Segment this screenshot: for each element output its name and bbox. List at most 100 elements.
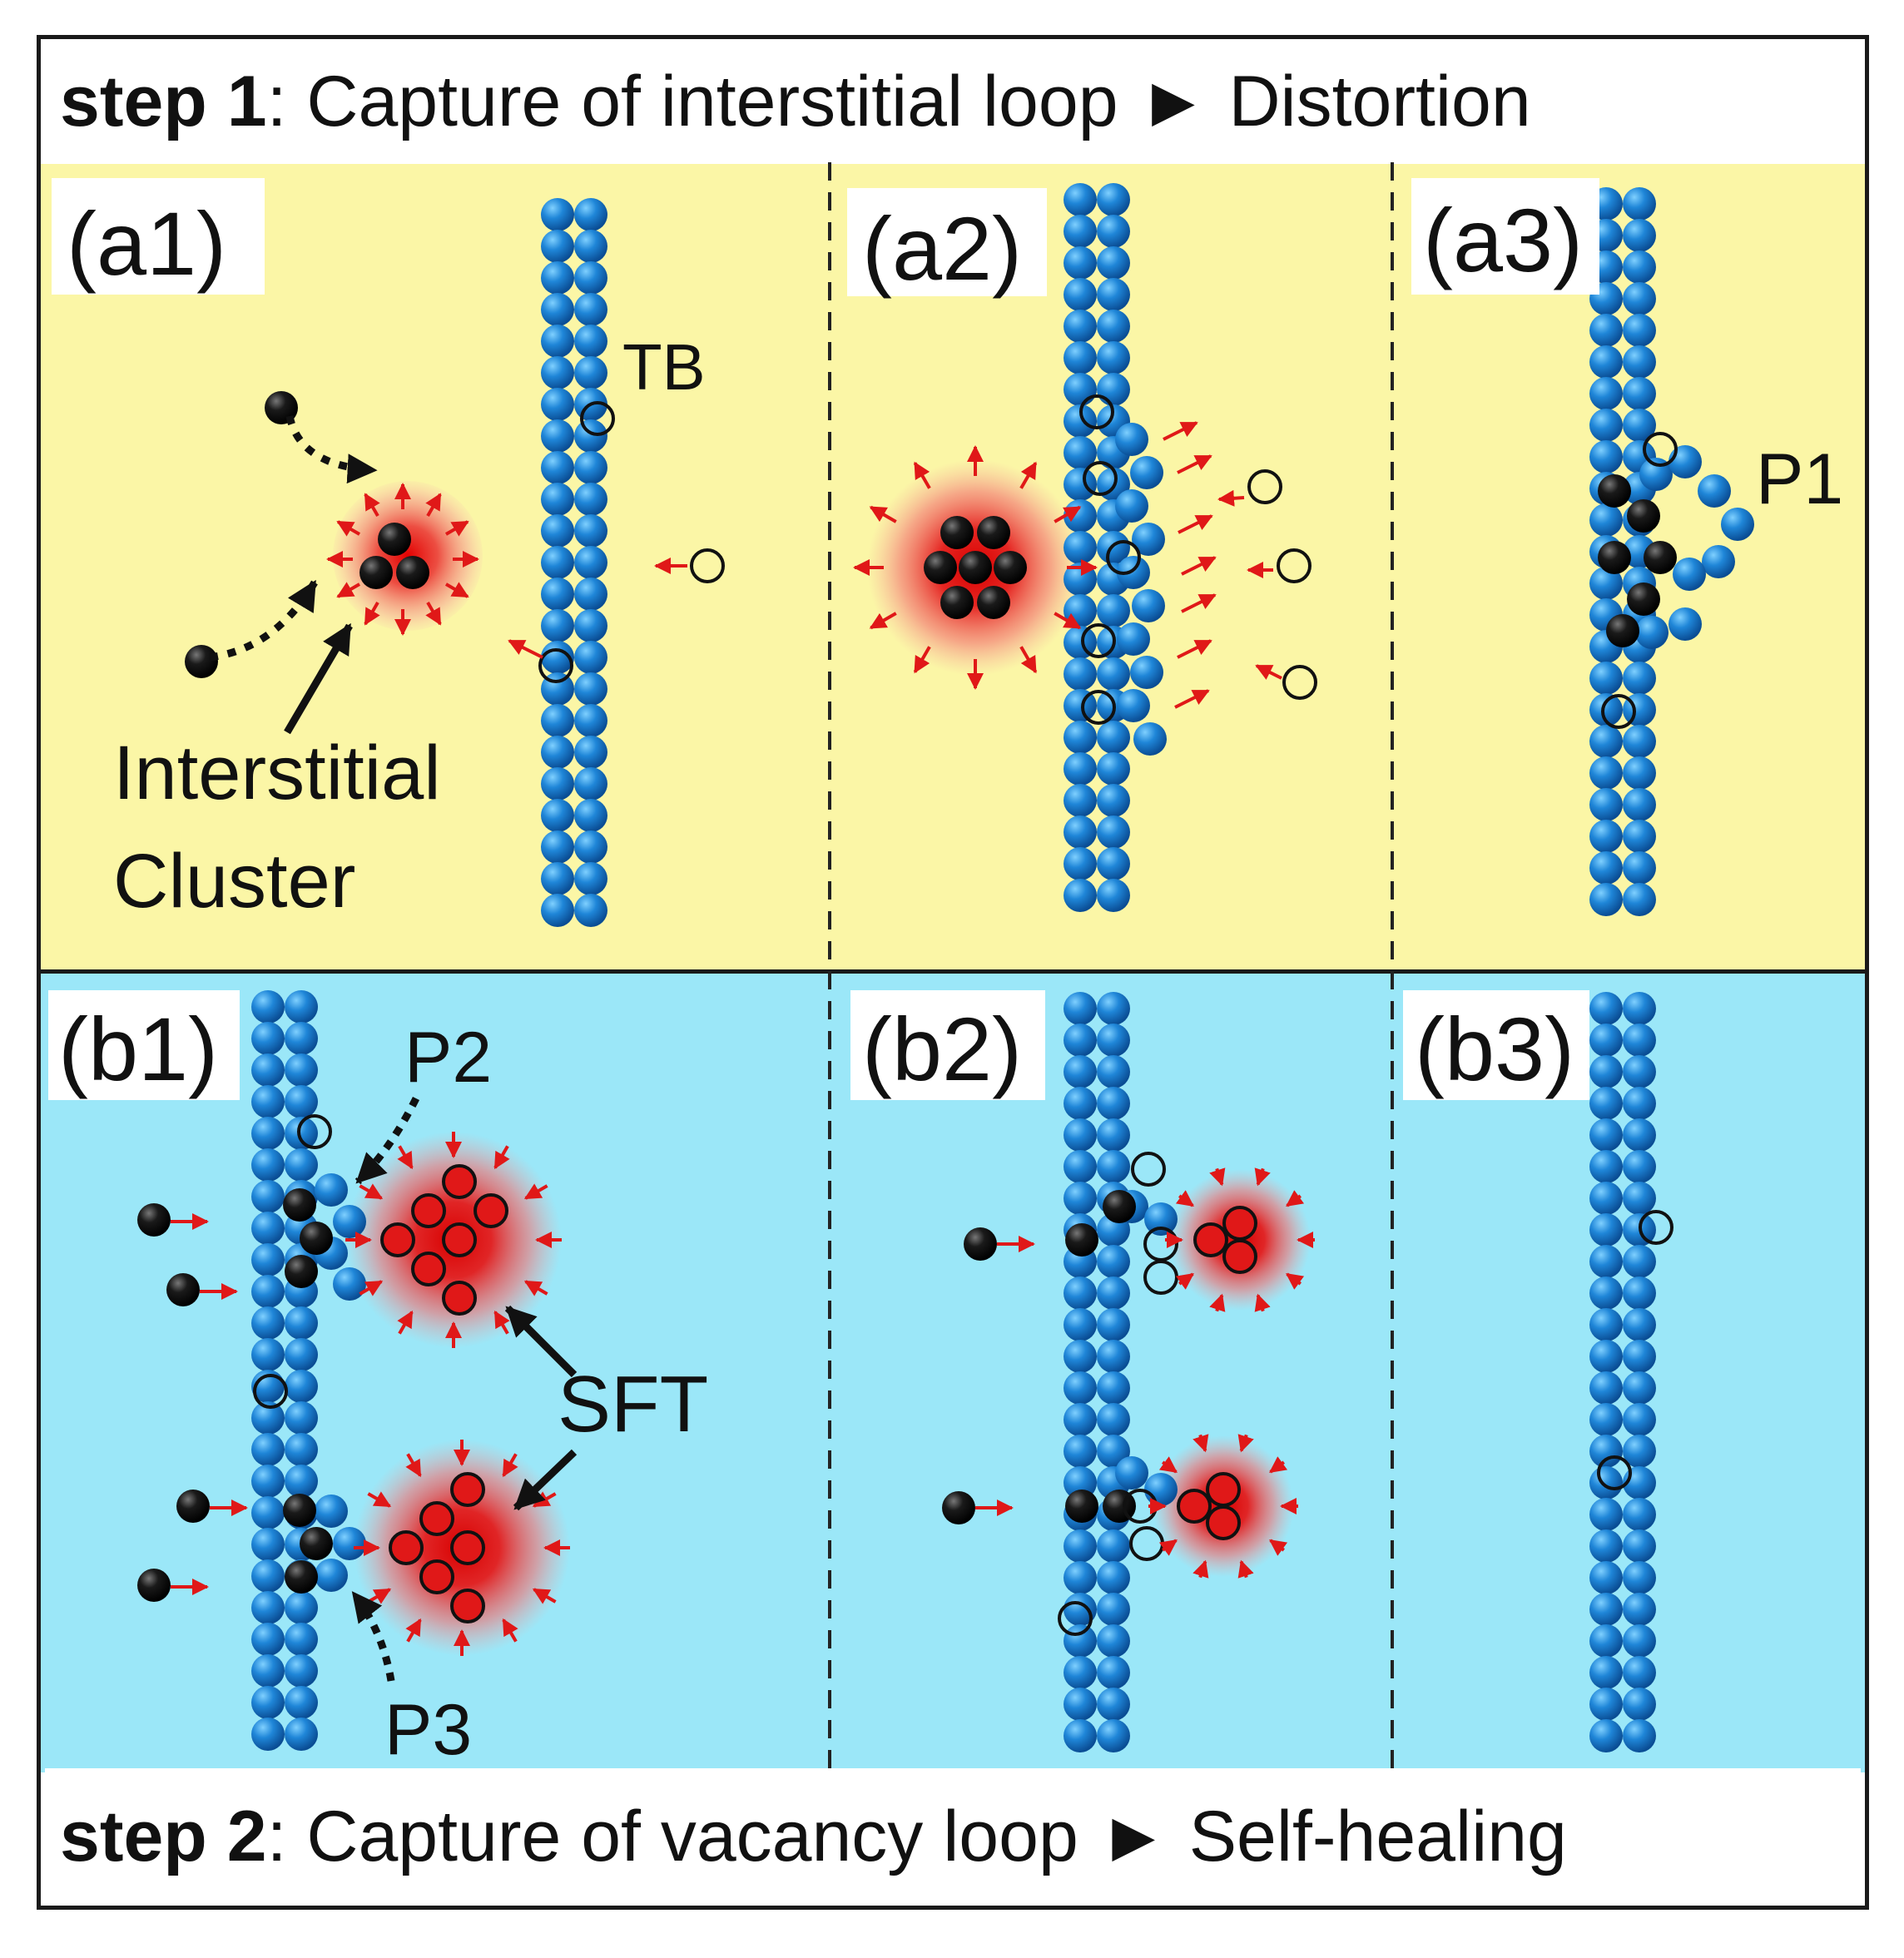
interstitial-atom [1627, 582, 1660, 616]
twin-boundary-atom [1623, 377, 1656, 410]
twin-boundary-atom [1097, 1087, 1130, 1120]
twin-boundary-atom [1623, 725, 1656, 758]
strain-arrow [1158, 1539, 1178, 1556]
twin-boundary-atom [1589, 1561, 1623, 1594]
twin-boundary-atom [1117, 622, 1150, 656]
strain-arrow [359, 1280, 384, 1296]
twin-boundary-atom [285, 1591, 318, 1624]
panel-label-a2: (a2) [862, 198, 1022, 299]
vacancy-site [580, 401, 615, 436]
label-p2: P2 [404, 1018, 492, 1098]
twin-boundary-atom [1117, 689, 1150, 722]
twin-boundary-atom [1623, 756, 1656, 790]
twin-boundary-atom [541, 704, 574, 737]
twin-boundary-atom [1097, 992, 1130, 1025]
twin-boundary-atom [1623, 1150, 1656, 1183]
twin-boundary-atom [285, 990, 318, 1024]
twin-boundary-atom [1589, 1182, 1623, 1215]
interstitial-atom [1598, 541, 1631, 574]
twin-boundary-atom [1064, 468, 1097, 501]
twin-boundary-atom [1064, 404, 1097, 438]
twin-boundary-atom [251, 1559, 285, 1593]
twin-boundary-atom [1064, 341, 1097, 374]
twin-boundary-atom [541, 356, 574, 389]
strain-arrow [1255, 664, 1282, 680]
twin-boundary-atom [1623, 1561, 1656, 1594]
twin-boundary-atom [1097, 1403, 1130, 1436]
twin-boundary-atom [1064, 1182, 1097, 1215]
twin-boundary-atom [574, 356, 607, 389]
twin-boundary-atom [1064, 847, 1097, 880]
twin-boundary-atom [1097, 1308, 1130, 1341]
strain-arrow [336, 582, 361, 598]
twin-boundary-atom [541, 451, 574, 484]
twin-boundary-atom [251, 1654, 285, 1688]
twin-boundary-atom [541, 830, 574, 864]
twin-boundary-atom [1589, 503, 1623, 537]
twin-boundary-atom [251, 1022, 285, 1055]
strain-arrow [523, 1183, 548, 1200]
twin-boundary-atom [1097, 183, 1130, 216]
vacancy-site [1081, 690, 1116, 725]
twin-boundary-atom [1623, 345, 1656, 379]
twin-boundary-atom [1623, 1593, 1656, 1626]
twin-boundary-atom [251, 1275, 285, 1308]
twin-boundary-atom [1589, 1593, 1623, 1626]
twin-boundary-atom [1097, 278, 1130, 311]
twin-boundary-atom [1623, 1340, 1656, 1373]
twin-boundary-atom [1097, 1719, 1130, 1752]
twin-boundary-atom [541, 388, 574, 421]
interstitial-atom [137, 1203, 171, 1237]
twin-boundary-atom [333, 1267, 366, 1301]
twin-boundary-atom [1623, 1371, 1656, 1405]
twin-boundary-atom [1589, 1118, 1623, 1152]
twin-boundary-atom [1064, 626, 1097, 659]
twin-boundary-atom [1097, 657, 1130, 691]
interstitial-atom [300, 1222, 333, 1255]
strain-arrow [1181, 593, 1217, 613]
twin-boundary-atom [251, 1212, 285, 1245]
interstitial-atom [1065, 1223, 1098, 1257]
vacancy-site [1083, 461, 1118, 496]
twin-boundary-atom [1097, 784, 1130, 817]
twin-boundary-atom [1589, 1624, 1623, 1658]
strain-arrow [1019, 461, 1038, 489]
twin-boundary-atom [1097, 752, 1130, 786]
twin-boundary-atom [1623, 1688, 1656, 1721]
twin-boundary-atom [1097, 1624, 1130, 1658]
interstitial-atom [300, 1527, 333, 1560]
twin-boundary-atom [1097, 1688, 1130, 1721]
twin-boundary-atom [1097, 1529, 1130, 1563]
vacancy-site [442, 1222, 477, 1257]
twin-boundary-atom [1589, 693, 1623, 726]
vacancy-site [419, 1559, 454, 1594]
strain-arrow [1237, 1559, 1254, 1579]
twin-boundary-atom [1589, 314, 1623, 347]
sft-pointer-upper [504, 1305, 578, 1378]
twin-boundary-atom [1589, 345, 1623, 379]
strain-arrow [1286, 1272, 1305, 1290]
interstitial-atom [396, 556, 429, 589]
strain-arrow [532, 1588, 557, 1604]
twin-boundary-atom [1623, 1276, 1656, 1310]
label-sft: SFT [558, 1360, 708, 1449]
twin-boundary-atom [1064, 1593, 1097, 1626]
panel-label-b1: (b1) [58, 999, 218, 1099]
vacancy-site [253, 1374, 288, 1409]
strain-field [333, 481, 483, 631]
twin-boundary-atom [285, 1117, 318, 1150]
panel-label-a3: (a3) [1423, 190, 1583, 290]
twin-boundary-atom [1623, 1087, 1656, 1120]
twin-boundary-atom [541, 767, 574, 801]
vacancy-site [389, 1530, 424, 1565]
twin-boundary-atom [251, 1686, 285, 1719]
strain-arrow [397, 1310, 414, 1335]
twin-boundary-atom [1097, 721, 1130, 754]
strain-arrow [425, 601, 442, 626]
twin-boundary-atom [574, 483, 607, 516]
twin-boundary-atom [1623, 187, 1656, 221]
twin-boundary-atom [251, 1401, 285, 1435]
twin-boundary-atom [1097, 215, 1130, 248]
step2-caption: step 2: Capture of vacancy loop ► Self-h… [45, 1768, 1861, 1906]
